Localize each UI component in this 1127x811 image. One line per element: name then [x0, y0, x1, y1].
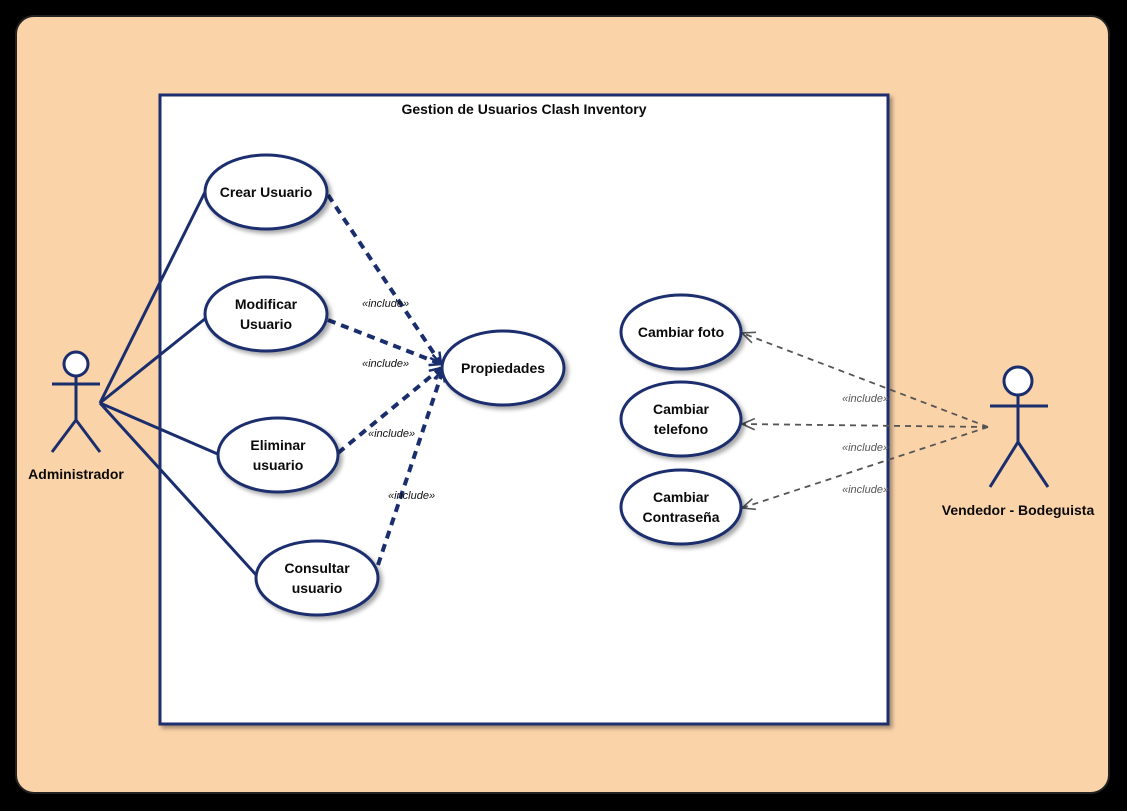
admin-head-icon: [62, 350, 90, 378]
actor-vendedor-bodeguista[interactable]: [988, 365, 1050, 488]
label-consultar-line2: usuario: [292, 580, 343, 596]
label-modificar-line2: Usuario: [240, 316, 292, 332]
seller-include-edges: [742, 333, 989, 508]
admin-include-labels: «include» «include» «include» «include»: [362, 298, 435, 502]
label-telefono-line1: Cambiar: [653, 401, 710, 417]
include-crear-edge: [326, 193, 443, 364]
association-eliminar: [99, 401, 221, 457]
use-case-ellipses: [203, 153, 743, 617]
include-consultar-edge: [376, 370, 443, 566]
include-label-telefono: «include»: [842, 442, 889, 454]
use-case-labels: Crear Usuario Modificar Usuario Eliminar…: [220, 184, 724, 596]
actor-administrador[interactable]: [50, 350, 102, 453]
use-case-consultar-usuario[interactable]: [254, 539, 380, 617]
label-modificar-line1: Modificar: [235, 296, 298, 312]
label-contrasena-line1: Cambiar: [653, 489, 710, 505]
include-label-foto: «include»: [842, 393, 889, 405]
use-case-crear-usuario[interactable]: [203, 153, 329, 231]
use-case-eliminar-usuario[interactable]: [216, 416, 340, 494]
label-eliminar-line1: Eliminar: [250, 437, 306, 453]
include-label-eliminar: «include»: [368, 428, 415, 440]
use-case-modificar-usuario[interactable]: [203, 275, 329, 353]
label-consultar-line1: Consultar: [284, 560, 350, 576]
admin-associations: [98, 189, 260, 579]
label-crear-usuario: Crear Usuario: [220, 184, 313, 200]
association-consultar: [98, 401, 260, 579]
include-telefono-edge: [742, 424, 989, 427]
include-label-contrasena: «include»: [842, 484, 889, 496]
label-telefono-line2: telefono: [654, 421, 708, 437]
seller-include-labels: «include» «include» «include»: [842, 393, 889, 496]
include-label-crear: «include»: [362, 298, 409, 310]
label-propiedades: Propiedades: [461, 360, 545, 376]
association-modificar: [99, 316, 207, 405]
include-label-modificar: «include»: [362, 358, 409, 370]
admin-include-edges: [326, 193, 443, 566]
actor-vendedor-label: Vendedor - Bodeguista: [942, 502, 1095, 518]
association-crear: [98, 189, 208, 404]
include-modificar-edge: [327, 318, 441, 364]
seller-head-icon: [1002, 365, 1034, 397]
use-case-propiedades[interactable]: [440, 329, 566, 407]
include-label-consultar: «include»: [388, 490, 435, 502]
actor-administrador-label: Administrador: [28, 466, 124, 482]
label-eliminar-line2: usuario: [253, 457, 304, 473]
use-case-cambiar-contrasena[interactable]: [619, 468, 743, 546]
label-contrasena-line2: Contraseña: [642, 509, 719, 525]
label-cambiar-foto: Cambiar foto: [638, 324, 724, 340]
system-title: Gestion de Usuarios Clash Inventory: [401, 101, 646, 117]
use-case-cambiar-telefono[interactable]: [619, 380, 743, 458]
use-case-cambiar-foto[interactable]: [619, 293, 743, 371]
